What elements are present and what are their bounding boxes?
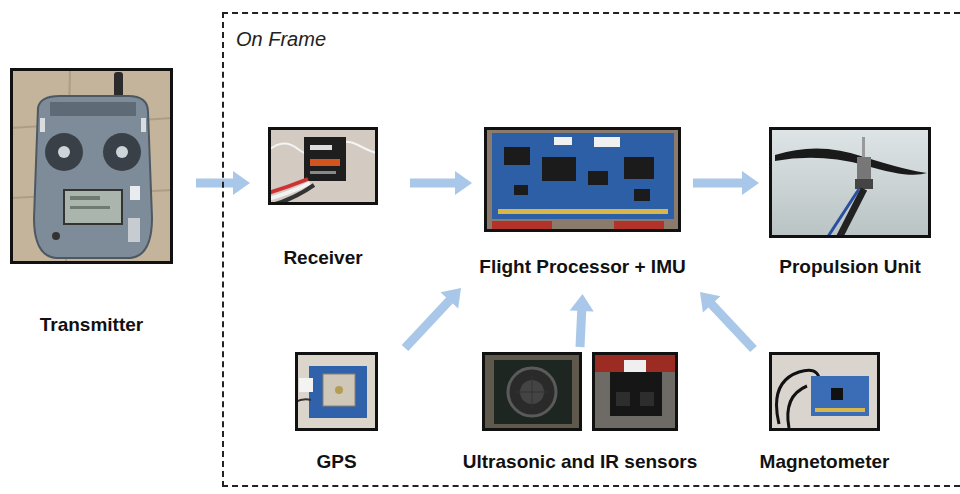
component-label: GPS <box>316 451 356 473</box>
component-node: Transmitter <box>10 68 173 336</box>
flow-arrow <box>570 294 594 347</box>
component-node: Ultrasonic and IR sensors <box>461 352 700 473</box>
flow-arrow <box>700 292 757 352</box>
component-label: Transmitter <box>40 314 143 336</box>
component-node: Receiver <box>268 127 378 269</box>
component-photo <box>10 68 173 264</box>
component-photo <box>268 127 378 205</box>
component-node: Flight Processor + IMU <box>477 127 688 278</box>
flow-arrow <box>410 171 472 195</box>
component-label: Receiver <box>283 247 362 269</box>
region-title: On Frame <box>236 27 326 51</box>
component-photo <box>482 352 678 431</box>
component-photo <box>484 127 681 232</box>
component-photo <box>769 127 931 238</box>
component-label: Flight Processor + IMU <box>479 256 685 278</box>
component-label: Magnetometer <box>760 451 890 473</box>
component-label: Propulsion Unit <box>779 256 920 278</box>
component-node: Magnetometer <box>758 352 892 473</box>
flow-arrow <box>402 288 461 351</box>
component-node: GPS <box>295 352 378 473</box>
component-photo <box>769 352 880 431</box>
component-label: Ultrasonic and IR sensors <box>463 451 697 473</box>
frame-region: On FrameReceiver Flight Processor + IMU Pr… <box>222 12 960 487</box>
component-photo <box>295 352 378 431</box>
component-node: Propulsion Unit <box>769 127 931 278</box>
flow-arrow <box>693 171 759 195</box>
